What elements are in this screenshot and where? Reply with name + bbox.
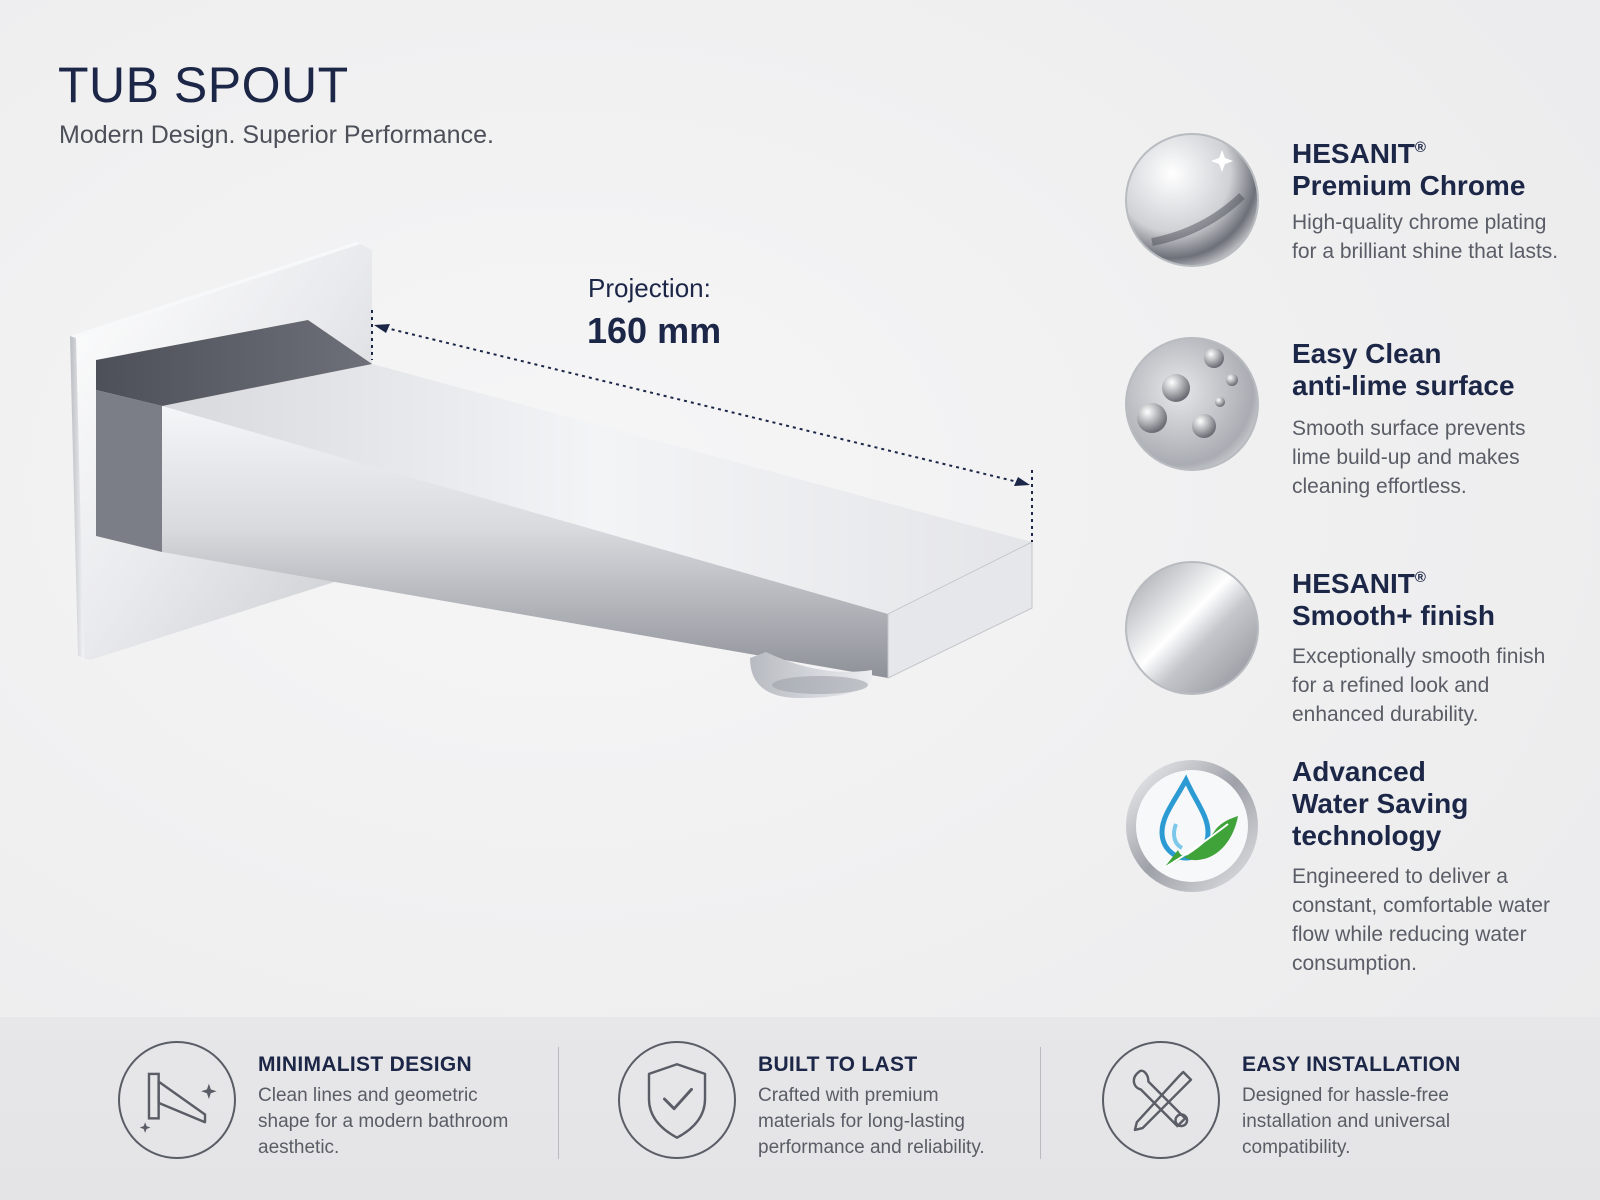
feature-title: Easy Clean anti-lime surface — [1292, 338, 1515, 401]
benefits-band: MINIMALIST DESIGN Clean lines and geomet… — [0, 1017, 1600, 1200]
benefit-title: MINIMALIST DESIGN — [258, 1053, 472, 1076]
benefit-title: EASY INSTALLATION — [1242, 1053, 1461, 1076]
benefit-minimalist-design: MINIMALIST DESIGN Clean lines and geomet… — [118, 1017, 558, 1200]
spout-sparkle-icon — [118, 1041, 236, 1159]
chrome-sphere-icon — [1125, 133, 1259, 267]
feature-description: Exceptionally smooth finish for a refine… — [1292, 645, 1546, 726]
feature-description: Engineered to deliver a constant, comfor… — [1292, 865, 1550, 975]
feature-water-saving: Advanced Water Saving technology Enginee… — [1126, 756, 1570, 1006]
benefit-description: Designed for hassle-free installation an… — [1242, 1085, 1451, 1158]
benefit-easy-installation: EASY INSTALLATION Designed for hassle-fr… — [1102, 1017, 1522, 1200]
feature-title: Advanced Water Saving technology — [1292, 756, 1469, 851]
divider — [558, 1047, 559, 1159]
tub-spout-illustration — [70, 242, 1033, 698]
feature-title: HESANIT® Premium Chrome — [1292, 138, 1526, 201]
projection-value: 160 mm — [587, 310, 722, 351]
projection-label: Projection: — [588, 273, 711, 303]
feature-easy-clean: Easy Clean anti-lime surface Smooth surf… — [1125, 337, 1570, 538]
feature-description: High-quality chrome plating for a brilli… — [1292, 211, 1559, 263]
feature-title: HESANIT® Smooth+ finish — [1292, 568, 1495, 631]
benefit-title: BUILT TO LAST — [758, 1053, 918, 1076]
divider — [1040, 1047, 1041, 1159]
smooth-sphere-icon — [1125, 561, 1259, 695]
water-leaf-icon — [1126, 760, 1258, 892]
water-droplets-icon — [1125, 337, 1259, 471]
feature-smooth-finish: HESANIT® Smooth+ finish Exceptionally sm… — [1125, 561, 1570, 742]
page-subtitle: Modern Design. Superior Performance. — [59, 121, 494, 149]
shield-check-icon — [618, 1041, 736, 1159]
page-title: TUB SPOUT — [58, 57, 349, 113]
benefit-description: Clean lines and geometric shape for a mo… — [258, 1085, 509, 1158]
benefit-built-to-last: BUILT TO LAST Crafted with premium mater… — [618, 1017, 1038, 1200]
feature-premium-chrome: HESANIT® Premium Chrome High-quality chr… — [1125, 132, 1570, 312]
benefit-description: Crafted with premium materials for long-… — [758, 1085, 985, 1158]
feature-description: Smooth surface prevents lime build-up an… — [1292, 417, 1526, 498]
wrench-screwdriver-icon — [1102, 1041, 1220, 1159]
